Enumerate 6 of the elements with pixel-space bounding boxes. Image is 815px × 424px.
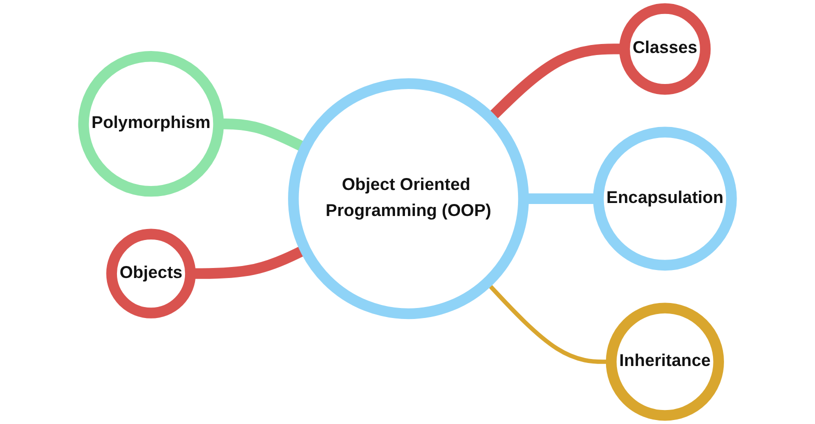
node-circle: Object Oriented Programming (OOP)	[288, 78, 529, 320]
node-circle: Classes	[619, 3, 711, 95]
node-circle: Objects	[106, 228, 196, 318]
node-circle: Encapsulation	[593, 126, 737, 271]
node-circle: Polymorphism	[78, 51, 224, 197]
node-circle: Inheritance	[606, 302, 724, 421]
